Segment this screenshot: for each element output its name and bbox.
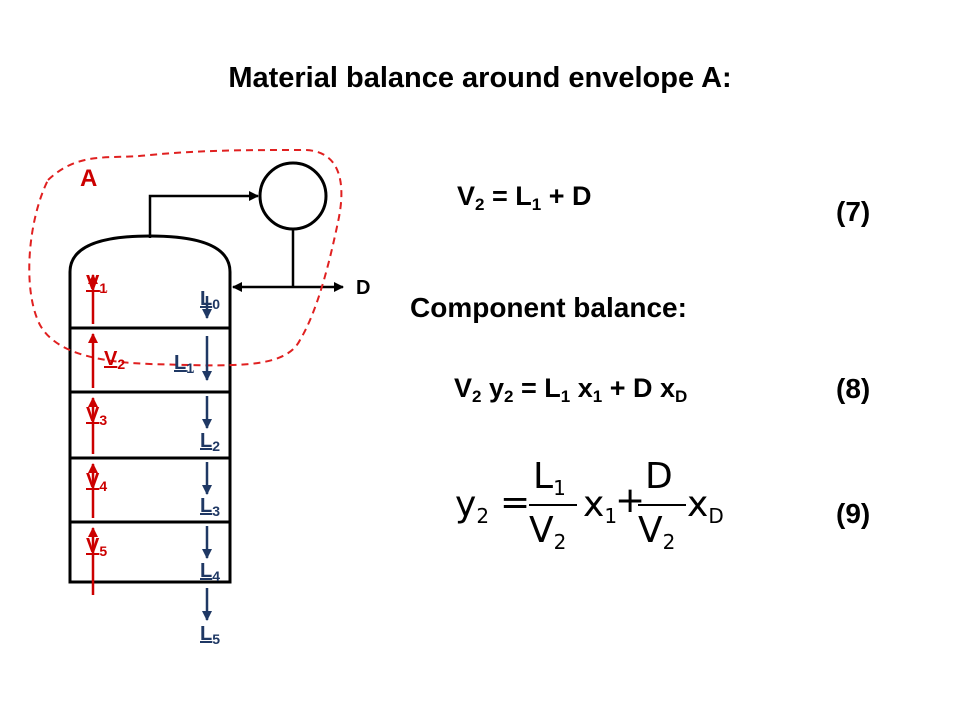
- eq9-fraction-bar-1: [529, 504, 577, 506]
- component-balance-heading: Component balance:: [410, 292, 687, 323]
- liquid-label-3: L3: [200, 495, 221, 519]
- equation-9-number: (9): [836, 498, 871, 529]
- vapor-label-4: V4: [86, 470, 108, 494]
- distillate-label: D: [356, 277, 371, 299]
- eq9-numerator-1: L1: [533, 456, 566, 500]
- eq9-plus: +: [615, 480, 646, 521]
- liquid-label-5: L5: [200, 623, 221, 647]
- vapor-label-1: V1: [86, 272, 108, 296]
- eq9-xd: xD: [687, 484, 724, 528]
- eq9-lhs: y2: [455, 484, 490, 528]
- envelope-a-boundary: [28, 148, 343, 367]
- condenser: [258, 161, 328, 231]
- equation-7-number: (7): [836, 196, 871, 227]
- liquid-label-2: L2: [200, 430, 221, 454]
- equation-8: V2 y2 = L1 x1 + D xD: [454, 373, 688, 406]
- overhead-vapor-line: [148, 191, 259, 238]
- eq9-denominator-1: V2: [529, 510, 567, 554]
- slide-title: Material balance around envelope A:: [228, 62, 732, 94]
- equation-8-number: (8): [836, 373, 871, 404]
- eq9-x1: x1: [583, 484, 618, 528]
- vapor-label-3: V3: [86, 404, 108, 428]
- vapor-label-2: V2: [104, 348, 126, 372]
- eq9-denominator-2: V2: [638, 510, 676, 554]
- vapor-label-5: V5: [86, 535, 108, 559]
- eq9-equals: =: [500, 482, 531, 523]
- liquid-label-0: L0: [200, 288, 221, 312]
- equation-9: y2 = L1 V2 x1 + D V2 xD: [455, 456, 735, 556]
- eq9-numerator-2: D: [645, 456, 673, 497]
- envelope-label: A: [80, 165, 98, 192]
- liquid-label-4: L4: [200, 560, 221, 584]
- liquid-label-1: L1: [174, 352, 195, 376]
- equation-7: V2 = L1 + D: [457, 181, 592, 214]
- eq9-fraction-bar-2: [638, 504, 686, 506]
